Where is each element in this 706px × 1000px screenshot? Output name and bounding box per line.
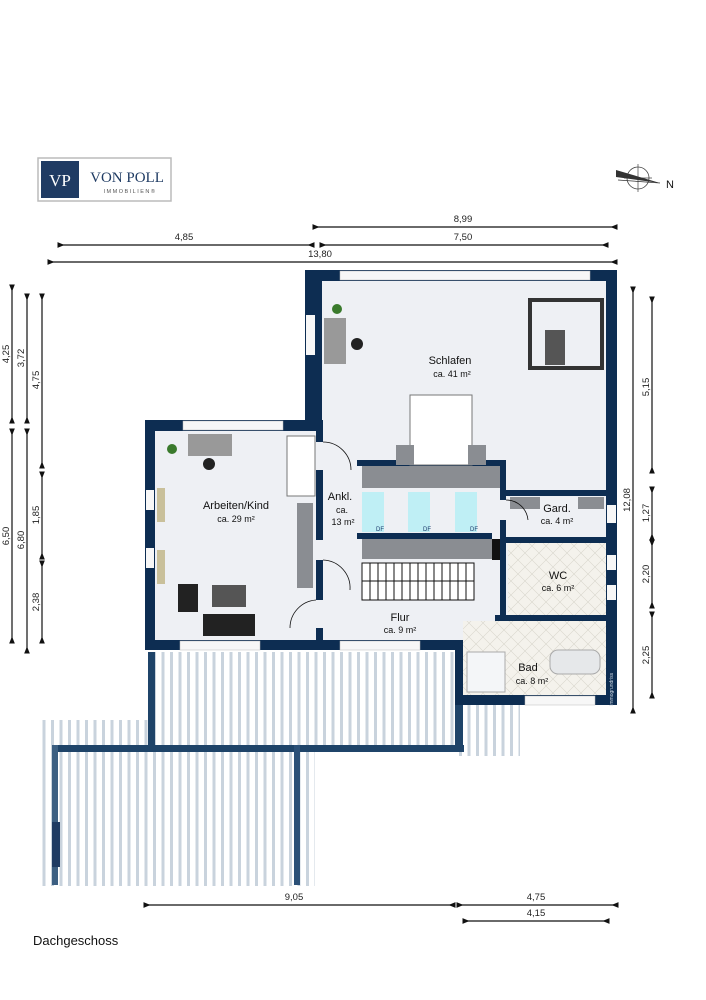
dim-label: 13,80 [308,249,332,260]
skylight [408,492,430,532]
skylight [362,492,384,532]
dim-label: 4,25 [1,345,12,364]
balcony [40,652,520,886]
stairs [361,562,475,601]
wc-floor [508,543,606,615]
room-area-schlafen: ca. 41 m² [433,369,471,379]
corner-sofa [528,298,604,370]
dim-label: 6,80 [16,531,27,550]
dim-label: 7,50 [454,232,473,243]
watermark-text: Immogrundriss [609,672,615,706]
shelf [297,503,313,588]
double-bed [409,394,473,466]
top-dimensions: 8,99 4,85 7,50 13,80 [47,214,618,265]
logo-name: VON POLL [90,170,164,186]
room-name-garderobe: Gard. [543,503,571,515]
radiator [157,550,165,584]
single-bed [286,435,316,497]
skylight-label: DF [376,527,384,533]
dim-label: 2,20 [641,565,652,584]
room-area-ankleide: 13 m² [331,517,354,527]
desk [324,318,346,364]
room-name-flur: Flur [391,612,410,624]
table [212,585,246,607]
room-area-arbeiten-kind: ca. 29 m² [217,514,255,524]
room-area-flur: ca. 9 m² [384,625,417,635]
dim-label: 2,25 [641,646,652,665]
room-name-wc: WC [549,570,567,582]
room-name-schlafen: Schlafen [429,355,472,367]
compass-icon: N [616,164,674,192]
plant-icon [332,304,342,314]
dim-label: 4,85 [175,232,194,243]
furniture [157,298,604,636]
wardrobe-block: DF DF DF [362,466,604,560]
right-dimensions: 12,08 5,15 1,27 2,20 2,25 [622,286,655,714]
desk [188,434,232,456]
plant-icon [167,444,177,454]
room-area-prefix-ankleide: ca. [336,505,348,515]
room-area-bad: ca. 8 m² [516,676,549,686]
skylight-label: DF [470,527,478,533]
logo-sub: IMMOBILIEN® [104,188,157,195]
von-poll-logo: VP VON POLL IMMOBILIEN® [37,157,172,202]
watermark-logo [52,822,60,867]
room-area-garderobe: ca. 4 m² [541,516,574,526]
bottom-dimensions: 9,05 4,75 4,15 [143,892,619,924]
skylight-label: DF [423,527,431,533]
bathtub [549,649,601,675]
dim-label: 5,15 [641,378,652,397]
sofa [203,614,255,636]
compass-north-label: N [666,179,674,191]
room-area-wc: ca. 6 m² [542,583,575,593]
dim-label: 12,08 [622,488,633,512]
skylight [455,492,477,532]
dim-label: 4,75 [31,371,42,390]
armchair [178,584,198,612]
room-labels: Schlafen ca. 41 m² Arbeiten/Kind ca. 29 … [203,355,574,686]
left-dimensions: 4,25 6,50 3,72 6,80 4,75 1,85 2,38 [1,284,45,654]
dim-label: 1,85 [31,506,42,525]
dim-label: 4,15 [527,908,546,919]
radiator [157,488,165,522]
dim-label: 1,27 [641,504,652,523]
floor-label: Dachgeschoss [33,933,119,948]
dim-label: 8,99 [454,214,473,225]
room-name-arbeiten-kind: Arbeiten/Kind [203,500,269,512]
logo-mark: VP [49,171,71,190]
dim-label: 9,05 [285,892,304,903]
room-name-ankleide: Ankl. [328,491,352,503]
dim-label: 3,72 [16,349,27,368]
coffee-table [545,330,565,365]
doors [289,441,529,629]
room-name-bad: Bad [518,662,538,674]
dim-label: 2,38 [31,593,42,612]
dim-label: 4,75 [527,892,546,903]
dim-label: 6,50 [1,527,12,546]
shower [466,651,506,693]
